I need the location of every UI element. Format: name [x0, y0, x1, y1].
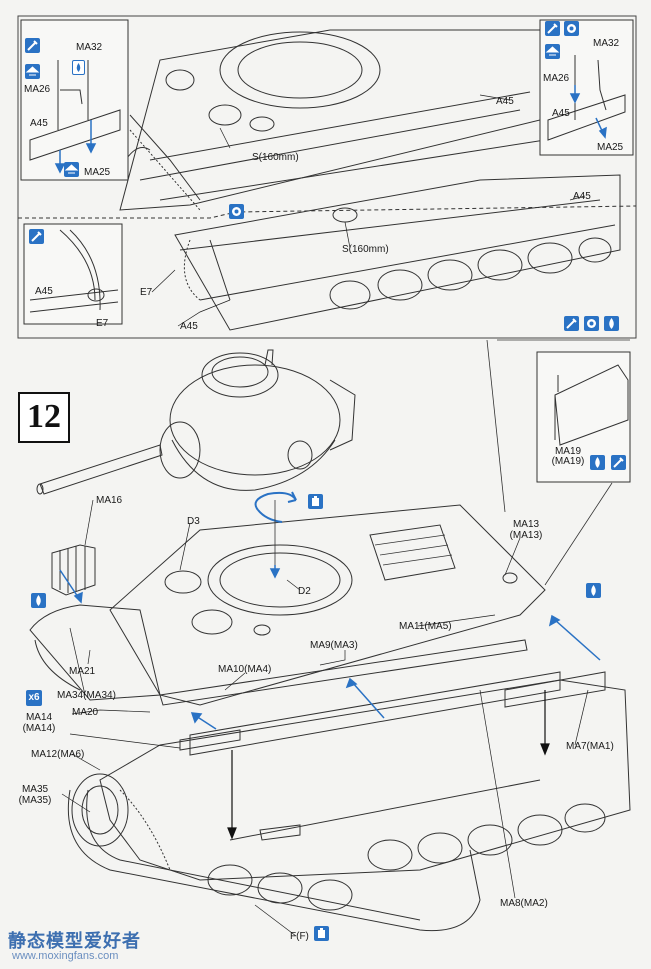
quantity-multiplier: x6 [26, 690, 42, 706]
inset-e7-label-a45: A45 [35, 286, 53, 297]
step-number: 12 [27, 398, 61, 435]
label-ma14: MA14 [25, 712, 53, 723]
glue-icon [564, 21, 579, 36]
label-ma20: MA20 [72, 707, 99, 718]
inset-right-label-a45: A45 [552, 108, 570, 119]
label-ma10: MA10(MA4) [218, 664, 272, 675]
label-ma16: MA16 [96, 495, 123, 506]
label-ma35-alt: (MA35) [18, 795, 52, 806]
brush-icon [611, 455, 626, 470]
paint-drop-icon [590, 455, 605, 470]
paint-drop-icon [31, 593, 46, 608]
label-ma21: MA21 [69, 666, 96, 677]
brush-icon [545, 21, 560, 36]
flip-icon [545, 44, 560, 59]
inset-label-ma19: MA19 [554, 446, 582, 457]
flip-icon [64, 162, 79, 177]
label-ma13: MA13 [512, 519, 540, 530]
inset-label-ma19-alt: (MA19) [551, 456, 585, 467]
label-s-160mm-mid: S(160mm) [342, 244, 389, 255]
watermark-title: 静态模型爱好者 [8, 931, 141, 952]
label-ma12: MA12(MA6) [31, 749, 85, 760]
paint-drop-icon [72, 60, 85, 75]
label-ma14-alt: (MA14) [22, 723, 56, 734]
inset-left-label-a45: A45 [30, 118, 48, 129]
label-ma35: MA35 [21, 784, 49, 795]
label-e7: E7 [140, 287, 153, 298]
inset-left-label-ma32: MA32 [76, 42, 103, 53]
step-number-box: 12 [18, 392, 70, 443]
label-ma7: MA7(MA1) [566, 741, 614, 752]
watermark-url[interactable]: www.moxingfans.com [12, 950, 119, 962]
label-d2: D2 [298, 586, 311, 597]
brush-icon [29, 229, 44, 244]
cement-icon [308, 494, 323, 509]
label-d3: D3 [187, 516, 200, 527]
brush-icon [564, 316, 579, 331]
label-ma9: MA9(MA3) [310, 640, 358, 651]
label-a45-bottom: A45 [180, 321, 198, 332]
inset-right-label-ma26: MA26 [543, 73, 570, 84]
label-f: F(F) [290, 931, 309, 942]
paint-drop-icon [586, 583, 601, 598]
label-a45-top: A45 [496, 96, 514, 107]
flip-icon [25, 64, 40, 79]
cement-icon [314, 926, 329, 941]
inset-left-label-ma26: MA26 [24, 84, 51, 95]
paint-drop-icon [604, 316, 619, 331]
glue-icon [229, 204, 244, 219]
label-s-160mm-top: S(160mm) [252, 152, 299, 163]
label-ma11: MA11(MA5) [399, 621, 452, 632]
inset-e7-label-e7: E7 [96, 318, 109, 329]
label-a45-right: A45 [573, 191, 591, 202]
label-ma13-alt: (MA13) [509, 530, 543, 541]
brush-icon [25, 38, 40, 53]
glue-icon [584, 316, 599, 331]
inset-right-label-ma32: MA32 [593, 38, 620, 49]
label-ma34: MA34(MA34) [57, 690, 116, 701]
label-ma8: MA8(MA2) [500, 898, 548, 909]
inset-left-label-ma25: MA25 [84, 167, 111, 178]
inset-right-label-ma25: MA25 [597, 142, 624, 153]
